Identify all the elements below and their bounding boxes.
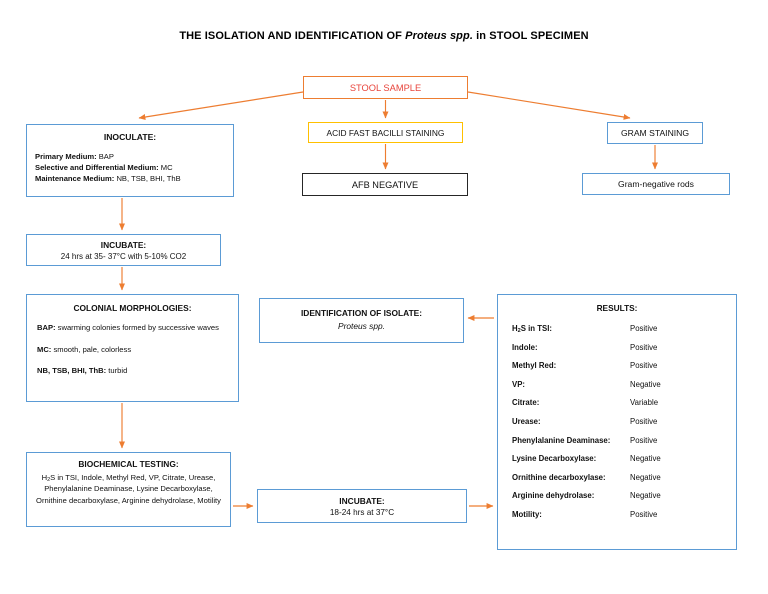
inoculate-selective-key: Selective and Differential Medium:	[35, 163, 159, 172]
result-test-name: Indole:	[512, 342, 538, 352]
colonial-mc-value: smooth, pale, colorless	[51, 344, 132, 354]
inoculate-maintenance-value: NB, TSB, BHI, ThB	[114, 174, 181, 183]
node-gram-staining-label: GRAM STAINING	[620, 128, 690, 138]
node-colonial-morphologies[interactable]: COLONIAL MORPHOLOGIES: BAP: swarming col…	[26, 294, 239, 402]
colonial-row-bap: BAP: swarming colonies formed by success…	[37, 323, 228, 334]
node-stool-sample-label: STOOL SAMPLE	[349, 82, 422, 93]
arrow-stool-to-inoculate	[138, 91, 304, 120]
inoculate-maintenance-key: Maintenance Medium:	[35, 174, 115, 183]
incubate-first-heading: INCUBATE:	[100, 240, 147, 250]
incubate-second-heading: INCUBATE:	[339, 496, 385, 506]
colonial-broths-key: NB, TSB, BHI, ThB:	[37, 366, 107, 376]
result-row: Methyl Red: Positive	[498, 361, 736, 370]
result-test-name: VP:	[512, 379, 525, 389]
result-row: Arginine dehydrolase: Negative	[498, 491, 736, 500]
colonial-bap-value: swarming colonies formed by successive w…	[55, 323, 219, 332]
result-value: Positive	[630, 361, 658, 371]
result-value: Variable	[630, 398, 659, 408]
node-gram-rods-label: Gram-negative rods	[618, 179, 694, 189]
result-value: Negative	[630, 491, 661, 501]
title-prefix: THE ISOLATION AND IDENTIFICATION OF	[179, 30, 406, 42]
node-afb-staining-label: ACID FAST BACILLI STAINING	[326, 127, 445, 138]
inoculate-selective-value: MC	[158, 163, 173, 172]
colonial-row-broths: NB, TSB, BHI, ThB: turbid	[37, 366, 228, 377]
result-row: Citrate: Variable	[498, 398, 736, 407]
node-gram-staining[interactable]: GRAM STAINING	[607, 122, 703, 144]
node-acid-fast-bacilli-staining[interactable]: ACID FAST BACILLI STAINING	[308, 122, 463, 143]
node-incubate-second[interactable]: INCUBATE: 18-24 hrs at 37°C	[257, 489, 467, 523]
result-test-name: Methyl Red:	[512, 361, 557, 371]
arrow-stool-to-gram	[467, 91, 631, 120]
result-row: Motility: Positive	[498, 510, 736, 519]
result-value: Negative	[630, 454, 661, 464]
node-incubate-first[interactable]: INCUBATE: 24 hrs at 35- 37°C with 5-10% …	[26, 234, 221, 266]
identification-heading: IDENTIFICATION OF ISOLATE:	[300, 308, 423, 318]
result-value: Negative	[630, 379, 661, 389]
result-row: H2S in TSI: Positive	[498, 324, 736, 335]
result-row: VP: Negative	[498, 380, 736, 389]
colonial-row-mc: MC: smooth, pale, colorless	[37, 345, 228, 356]
colonial-heading: COLONIAL MORPHOLOGIES:	[73, 303, 192, 313]
result-test-name: Lysine Decarboxylase:	[512, 454, 597, 464]
node-gram-negative-rods[interactable]: Gram-negative rods	[582, 173, 730, 195]
result-test-name: Urease:	[512, 416, 541, 426]
colonial-bap-key: BAP:	[37, 323, 56, 332]
biochemical-heading: BIOCHEMICAL TESTING:	[78, 459, 179, 469]
result-value: Positive	[630, 509, 658, 519]
result-value: Positive	[630, 435, 658, 445]
node-afb-negative-label: AFB NEGATIVE	[351, 179, 419, 190]
result-row: Urease: Positive	[498, 417, 736, 426]
node-identification-of-isolate[interactable]: IDENTIFICATION OF ISOLATE: Proteus spp.	[259, 298, 464, 343]
colonial-broths-value: turbid	[106, 366, 128, 376]
result-value: Positive	[630, 324, 658, 333]
page-title: THE ISOLATION AND IDENTIFICATION OF Prot…	[0, 30, 768, 42]
node-inoculate-heading: INOCULATE:	[103, 132, 157, 142]
inoculate-line-primary: Primary Medium: BAP	[35, 151, 225, 162]
result-row: Indole: Positive	[498, 343, 736, 352]
node-afb-negative[interactable]: AFB NEGATIVE	[302, 173, 468, 196]
identification-organism: Proteus spp.	[337, 321, 386, 331]
result-test-name: Ornithine decarboxylase:	[512, 472, 606, 482]
node-biochemical-testing[interactable]: BIOCHEMICAL TESTING: H2S in TSI, Indole,…	[26, 452, 231, 527]
node-inoculate[interactable]: INOCULATE: Primary Medium: BAP Selective…	[26, 124, 234, 197]
inoculate-primary-value: BAP	[96, 152, 114, 161]
result-row: Lysine Decarboxylase: Negative	[498, 454, 736, 463]
biochemical-detail: H2S in TSI, Indole, Methyl Red, VP, Citr…	[36, 473, 221, 505]
result-test-name: Citrate:	[512, 398, 540, 408]
inoculate-line-maintenance: Maintenance Medium: NB, TSB, BHI, ThB	[35, 173, 225, 184]
colonial-mc-key: MC:	[37, 344, 52, 354]
result-test-name: H2S in TSI:	[512, 324, 552, 335]
incubate-first-detail: 24 hrs at 35- 37°C with 5-10% CO2	[60, 252, 187, 261]
result-value: Positive	[630, 416, 658, 426]
result-row: Ornithine decarboxylase: Negative	[498, 473, 736, 482]
result-test-name: Motility:	[512, 509, 542, 519]
title-suffix: in STOOL SPECIMEN	[472, 30, 589, 42]
result-row: Phenylalanine Deaminase: Positive	[498, 436, 736, 445]
result-value: Negative	[630, 472, 661, 482]
result-value: Positive	[630, 342, 658, 352]
result-test-name: Arginine dehydrolase:	[512, 491, 595, 501]
incubate-second-detail: 18-24 hrs at 37°C	[329, 508, 395, 517]
inoculate-primary-key: Primary Medium:	[35, 152, 97, 161]
results-heading: RESULTS:	[596, 303, 638, 313]
title-organism: Proteus spp.	[405, 30, 473, 42]
inoculate-line-selective: Selective and Differential Medium: MC	[35, 162, 225, 173]
result-test-name: Phenylalanine Deaminase:	[512, 435, 611, 445]
node-stool-sample[interactable]: STOOL SAMPLE	[303, 76, 468, 99]
